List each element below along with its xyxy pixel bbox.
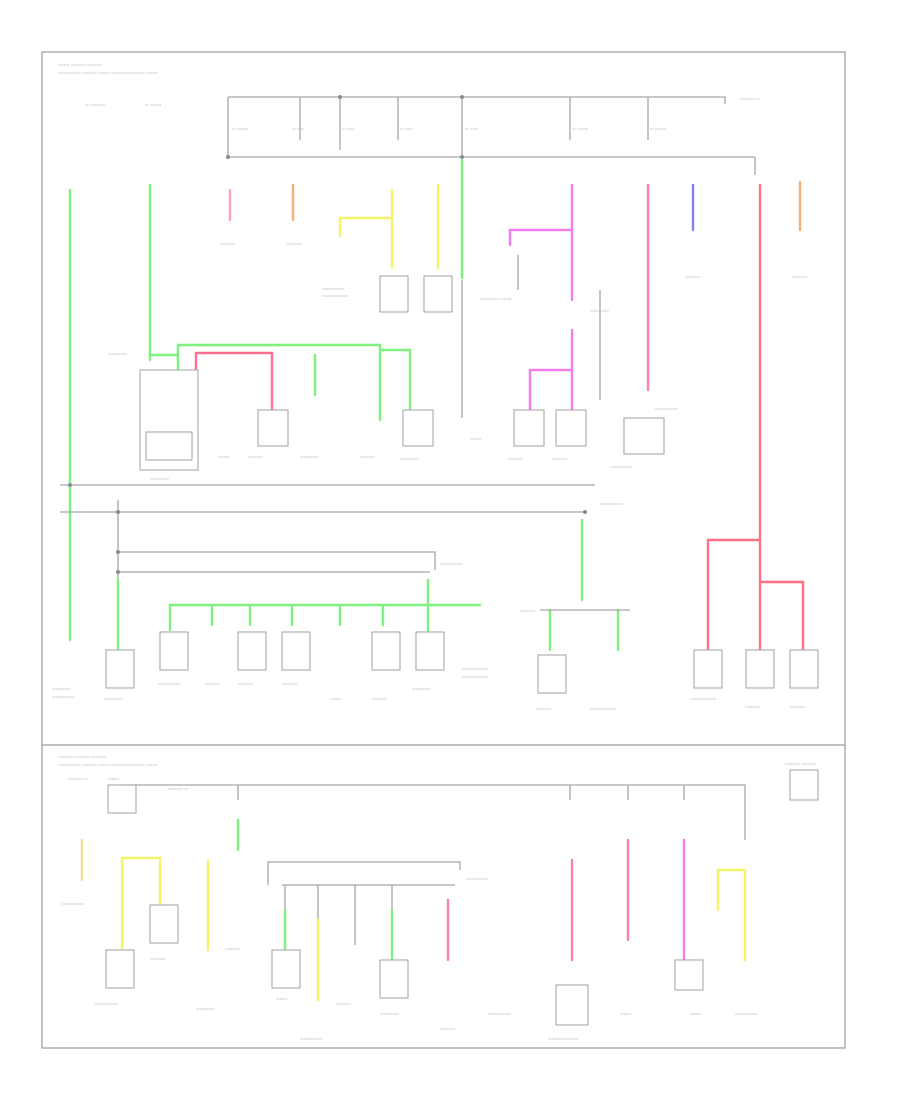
upper-bus-splices — [226, 95, 464, 159]
wire-green-mid-bus — [168, 578, 482, 637]
upper-section-header: ▭▭▭ ▭▭▭▭ ▭▭▭▭ — [58, 62, 102, 67]
wire-yellow-lower-1 — [120, 856, 162, 952]
lower-top-boxes — [107, 769, 819, 814]
grey-lines-upper — [461, 255, 601, 418]
lower-components — [105, 904, 704, 1026]
upper-section-subheader: ▭▭▭▭▭▭ ▭▭▭▭ ▭▭▭ ▭▭▭▭▭▭▭▭▭ ▭▭▭ — [58, 70, 158, 75]
wire-magenta-572b — [528, 328, 574, 412]
lower-sub-bus — [267, 861, 461, 960]
mid-components — [105, 631, 819, 694]
lower-section-header: ▭▭▭▭ ▭▭▭▭ ▭▭▭▭ — [58, 754, 106, 759]
middle-bus-1 — [60, 484, 595, 650]
wire-pink-branch — [194, 351, 274, 412]
middle-splices — [68, 483, 587, 574]
fuse-labels-top: ▭ ▭▭▭▭▭ ▭▭▭ ▭ ▭▭▭▭ ▭▭ ▭ ▭▭▭ ▭▭ ▭ ▭▭▭ ▭▭▭… — [85, 96, 760, 131]
upper-main-bus — [227, 96, 755, 158]
lower-main-bus — [122, 784, 746, 840]
wire-magenta-572 — [508, 183, 574, 302]
lower-section-subheader: ▭▭▭▭▭▭ ▭▭▭▭ ▭▭▭ ▭▭▭▭▭▭▭▭▭ ▭▭▭ — [58, 762, 158, 767]
upper-components — [139, 275, 665, 471]
wire-green-branch — [148, 343, 412, 422]
wire-green-mid-right — [548, 518, 620, 652]
diagram-frame — [41, 51, 846, 1049]
wire-yellow-392 — [338, 188, 394, 270]
mid-component-labels: ▭▭▭▭▭▭▭▭▭▭▭ ▭▭▭▭▭▭▭▭▭▭▭ ▭▭▭▭▭▭▭▭ ▭▭▭▭▭▭▭… — [52, 501, 805, 711]
lower-component-labels: ▭▭▭▭ ▭▭▭▭ ▭▭▭▭ ▭▭▭▭▭ ▭▭▭▭ ▭▭▭▭▭▭▭▭▭▭▭▭ ▭… — [62, 761, 818, 1041]
wire-yellow-lower-745 — [716, 868, 747, 962]
upper-fuse-taps — [299, 97, 756, 175]
upper-component-labels: ▭▭▭▭▭▭▭▭ ▭▭▭▭▭▭▭▭▭▭▭▭▭ ▭▭▭▭▭ ▭▭▭▭▭▭▭▭ ▭▭… — [108, 241, 808, 481]
wire-red-right — [706, 183, 805, 652]
